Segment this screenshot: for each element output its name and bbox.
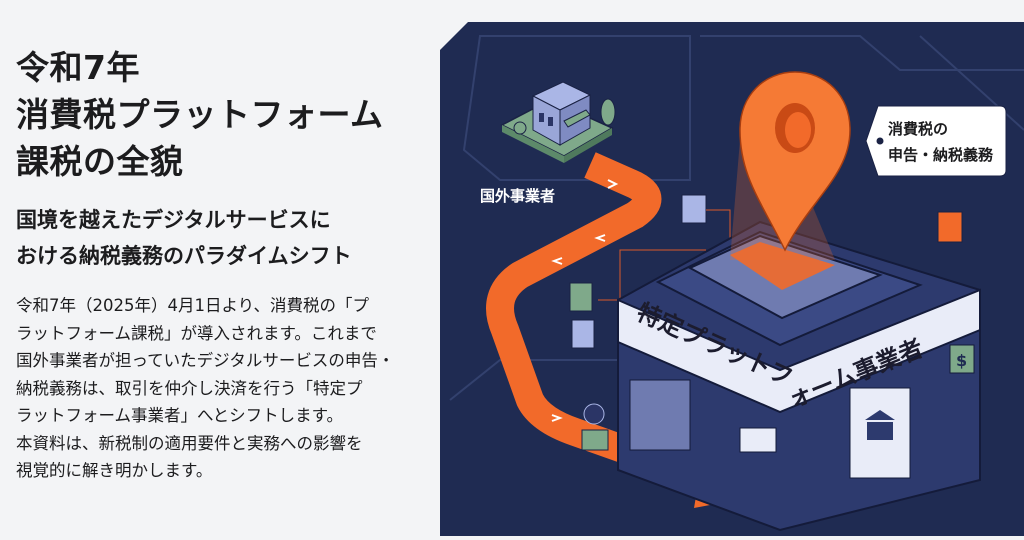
body-line: ラットフォーム事業者」へとシフトします。 bbox=[16, 406, 344, 425]
chart-icon bbox=[569, 282, 593, 312]
circuit-line bbox=[700, 35, 1024, 71]
circuit-line bbox=[449, 359, 640, 401]
platform-building: $ 特定プラットフ ォーム事業者 bbox=[617, 220, 981, 532]
foreign-business-label: 国外事業者 bbox=[480, 187, 555, 205]
title-line: 課税の全貌 bbox=[16, 142, 184, 181]
page-title: 令和7年 消費税プラットフォーム 課税の全貌 bbox=[16, 44, 384, 185]
subtitle-line: おける納税義務のパラダイムシフト bbox=[16, 244, 352, 268]
title-line: 令和7年 bbox=[16, 48, 140, 87]
title-line: 消費税プラットフォーム bbox=[16, 95, 384, 134]
body-text: 令和7年（2025年）4月1日より、消費税の「プ ラットフォーム課税」が導入され… bbox=[16, 292, 394, 485]
callout-line: 申告・納税義務 bbox=[888, 146, 994, 164]
callout-line: 消費税の bbox=[888, 120, 948, 138]
foreign-business-icon bbox=[500, 81, 616, 163]
pedestal-icon bbox=[581, 429, 609, 451]
body-line: 令和7年（2025年）4月1日より、消費税の「プ bbox=[16, 296, 369, 315]
exchange-icon bbox=[571, 319, 595, 349]
dollar-coin-icon bbox=[583, 403, 605, 425]
circuit-line bbox=[919, 35, 1024, 131]
body-line: ラットフォーム課税」が導入されます。これまで bbox=[16, 323, 377, 343]
text-panel: 令和7年 消費税プラットフォーム 課税の全貌 国境を越えたデジタルサービスに お… bbox=[0, 0, 440, 536]
illustration: 国外事業者 $ 特定プラットフ ォーム事 bbox=[440, 0, 1024, 536]
subtitle-line: 国境を越えたデジタルサービスに bbox=[16, 208, 331, 232]
location-pin-icon bbox=[730, 71, 851, 260]
tax-obligation-callout: 消費税の 申告・納税義務 bbox=[865, 105, 1007, 177]
body-line: 納税義務は、取引を仲介し決済を行う「特定プ bbox=[16, 378, 363, 398]
svg-text:$: $ bbox=[956, 351, 967, 370]
body-line: 視覚的に解き明かします。 bbox=[16, 461, 213, 480]
payment-hand-icon bbox=[937, 211, 963, 243]
subtitle: 国境を越えたデジタルサービスに おける納税義務のパラダイムシフト bbox=[16, 202, 352, 274]
body-line: 国外事業者が担っていたデジタルサービスの申告・ bbox=[16, 351, 395, 370]
chat-icon bbox=[739, 427, 777, 453]
flow-arrow bbox=[486, 152, 715, 494]
body-line: 本資料は、新税制の適用要件と実務への影響を bbox=[16, 433, 363, 453]
card-icon bbox=[681, 194, 707, 224]
connector-line bbox=[598, 209, 731, 301]
platform-illustration: 国外事業者 $ 特定プラットフ ォーム事 bbox=[440, 22, 1024, 536]
dollar-sign-icon bbox=[949, 344, 975, 374]
